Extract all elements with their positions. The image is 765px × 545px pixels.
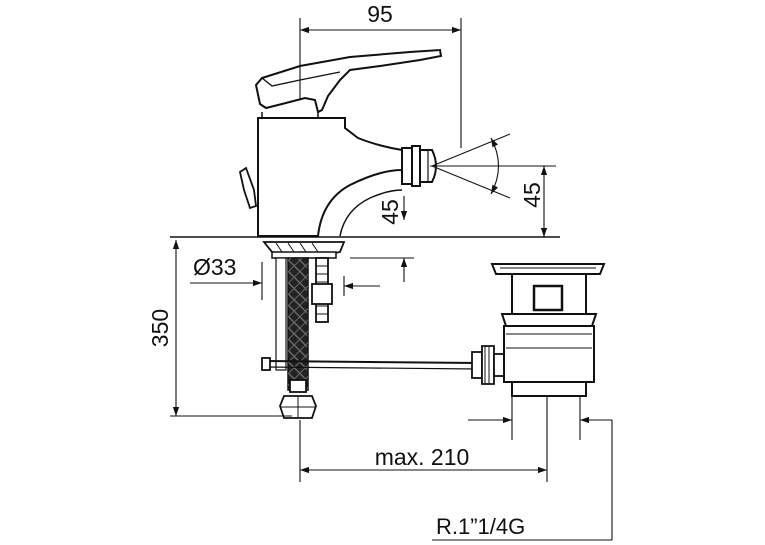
pull-rod-length-label: max. 210 [375,444,470,470]
lever-handle [254,48,443,114]
waste-thread-label: R.1”1/4G [436,514,525,539]
mixer-body [238,48,443,237]
popup-waste [490,263,606,397]
waste-window [532,284,564,312]
under-deck-fixings [262,241,346,419]
total-height-label: 350 [147,309,173,347]
hole-diameter-label: Ø33 [193,254,236,280]
fixing-nut [311,283,333,305]
waste-flange [490,263,606,275]
dimension-lines [170,18,613,541]
mixer-block [257,117,403,237]
spout-reach-label: 95 [367,1,393,27]
pull-rod [261,345,505,385]
spout-height-label: 45 [519,182,545,208]
popup-knob [238,166,257,210]
spout-nose [401,147,413,185]
aerator-angle-label: 45 [377,199,403,225]
